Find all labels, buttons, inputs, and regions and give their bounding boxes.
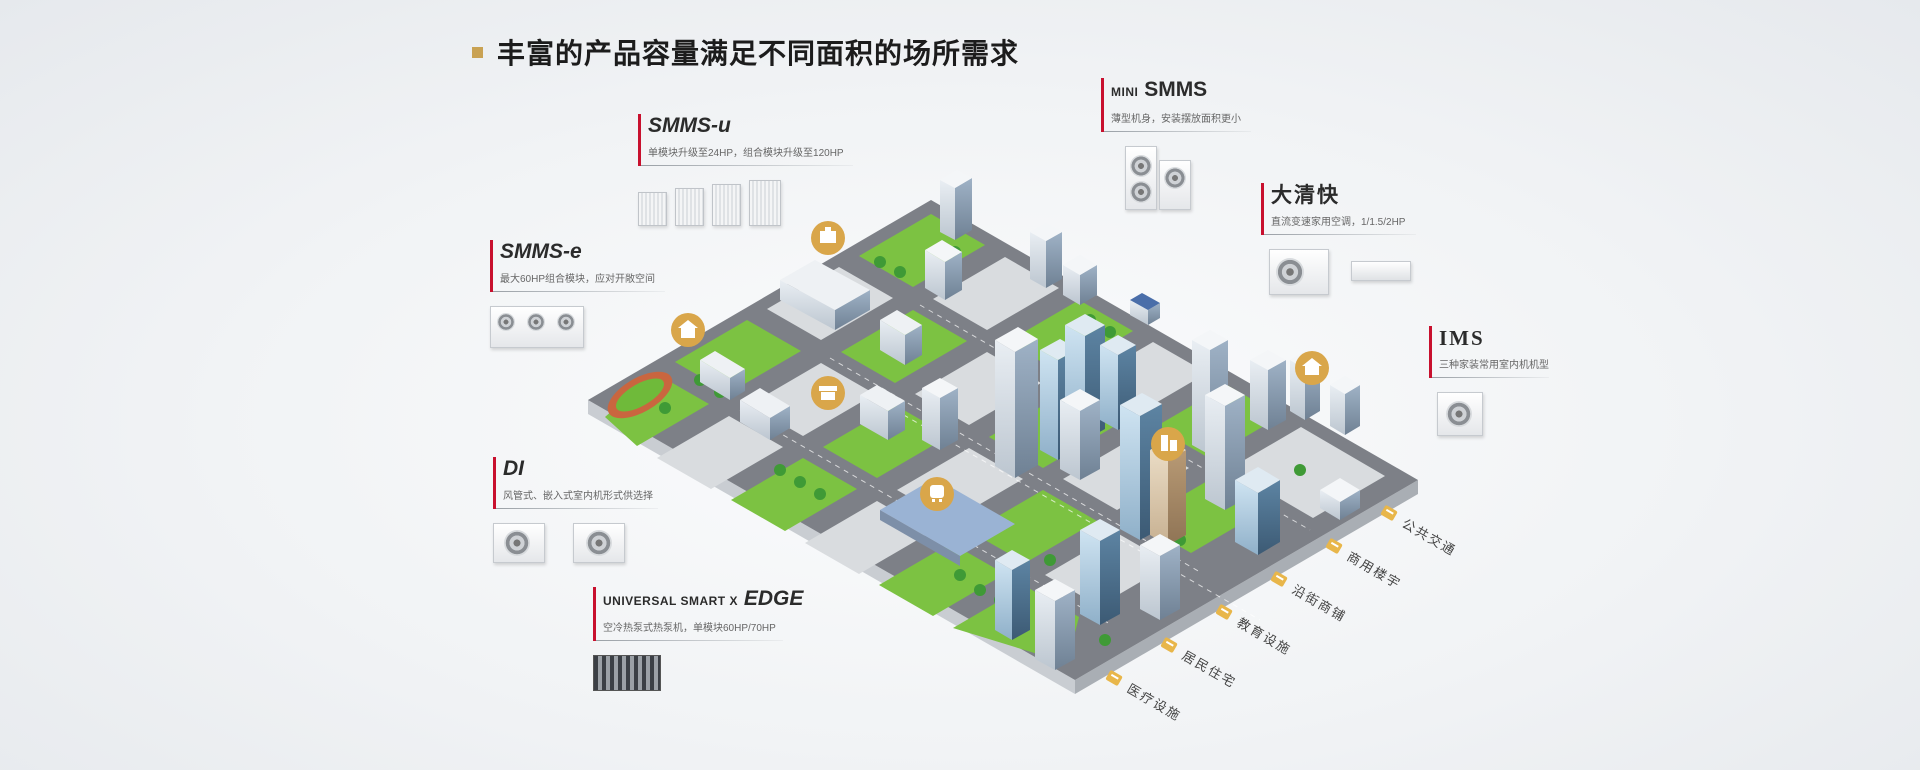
product-di-head: DI 风管式、嵌入式室内机形式供选择 xyxy=(493,457,658,509)
daqingkuai-outdoor-unit-image xyxy=(1269,249,1329,295)
residential-icon xyxy=(1160,636,1178,654)
product-edge-desc: 空冷热泵式热泵机，单模块60HP/70HP xyxy=(603,623,776,634)
product-ims-head: IMS 三种家装常用室内机机型 xyxy=(1429,326,1549,378)
product-ims-images xyxy=(1429,392,1549,436)
product-di-desc: 风管式、嵌入式室内机形式供选择 xyxy=(503,491,653,502)
product-smms-u[interactable]: SMMS-u 单模块升级至24HP，组合模块升级至120HP xyxy=(638,114,853,226)
ground-slab-right xyxy=(1075,480,1418,694)
product-mini-smms-name-prefix: MINI xyxy=(1111,85,1139,99)
product-smms-e-name: SMMS-e xyxy=(500,240,582,263)
page-title: 丰富的产品容量满足不同面积的场所需求 xyxy=(472,32,1019,72)
product-smms-e[interactable]: SMMS-e 最大60HP组合模块，应对开敞空间 xyxy=(490,240,665,348)
smms-u-unit-image xyxy=(675,188,704,226)
product-ims-desc: 三种家装常用室内机机型 xyxy=(1439,360,1549,371)
shop-icon xyxy=(811,376,845,410)
train-icon xyxy=(920,477,954,511)
product-edge-name-main: EDGE xyxy=(743,587,804,610)
place-icons xyxy=(671,221,1329,511)
product-mini-smms-name-main: SMMS xyxy=(1144,78,1208,101)
product-di[interactable]: DI 风管式、嵌入式室内机形式供选择 xyxy=(493,457,658,563)
product-mini-smms-name: MINI SMMS xyxy=(1111,78,1251,104)
product-edge-name: UNIVERSAL SMART X EDGE xyxy=(603,587,803,613)
product-daqingkuai-head: 大清快 直流变速家用空调，1/1.5/2HP xyxy=(1261,183,1416,235)
smms-e-unit-image xyxy=(490,306,584,348)
train-station-roof xyxy=(880,478,1015,556)
mini-smms-unit-image xyxy=(1159,160,1191,210)
smms-u-unit-image xyxy=(638,192,667,226)
product-smms-u-desc: 单模块升级至24HP，组合模块升级至120HP xyxy=(648,148,844,159)
product-daqingkuai-images xyxy=(1261,249,1416,295)
product-edge-head: UNIVERSAL SMART X EDGE 空冷热泵式热泵机，单模块60HP/… xyxy=(593,587,803,641)
apartment-icon xyxy=(1151,427,1185,461)
page-title-text: 丰富的产品容量满足不同面积的场所需求 xyxy=(497,38,1020,69)
title-marker xyxy=(472,46,483,58)
mini-smms-unit-image xyxy=(1125,146,1157,210)
product-daqingkuai-desc: 直流变速家用空调，1/1.5/2HP xyxy=(1271,217,1406,228)
edge-unit-image xyxy=(593,655,661,691)
public-transport-icon xyxy=(1380,504,1398,522)
product-smms-e-desc: 最大60HP组合模块，应对开敞空间 xyxy=(500,274,656,285)
smms-u-unit-image xyxy=(749,180,781,226)
medical-facility-icon xyxy=(1105,669,1123,687)
product-di-name: DI xyxy=(503,457,524,480)
ims-unit-image xyxy=(1437,392,1483,436)
product-mini-smms-images xyxy=(1101,146,1251,210)
product-ims[interactable]: IMS 三种家装常用室内机机型 xyxy=(1429,326,1549,436)
product-edge-images xyxy=(593,655,783,691)
product-smms-e-images xyxy=(490,306,665,348)
product-mini-smms-desc: 薄型机身，安装摆放面积更小 xyxy=(1111,114,1241,125)
di-unit-image xyxy=(573,523,625,563)
home-icon xyxy=(1295,351,1329,385)
street-shop-icon xyxy=(1270,570,1288,588)
office-icon xyxy=(811,221,845,255)
product-edge[interactable]: UNIVERSAL SMART X EDGE 空冷热泵式热泵机，单模块60HP/… xyxy=(593,587,803,691)
daqingkuai-wall-unit-image xyxy=(1351,261,1411,281)
product-ims-name: IMS xyxy=(1439,326,1485,350)
education-icon xyxy=(1215,603,1233,621)
school-icon xyxy=(671,313,705,347)
product-mini-smms[interactable]: MINI SMMS 薄型机身，安装摆放面积更小 xyxy=(1101,78,1251,210)
product-mini-smms-head: MINI SMMS 薄型机身，安装摆放面积更小 xyxy=(1101,78,1251,132)
commercial-building-icon xyxy=(1325,537,1343,555)
smms-u-unit-image xyxy=(712,184,741,226)
product-smms-e-head: SMMS-e 最大60HP组合模块，应对开敞空间 xyxy=(490,240,665,292)
product-smms-u-images xyxy=(638,180,853,226)
product-smms-u-head: SMMS-u 单模块升级至24HP，组合模块升级至120HP xyxy=(638,114,853,166)
product-smms-u-name: SMMS-u xyxy=(648,114,731,137)
product-daqingkuai[interactable]: 大清快 直流变速家用空调，1/1.5/2HP xyxy=(1261,183,1416,295)
product-daqingkuai-name: 大清快 xyxy=(1271,183,1340,207)
product-di-images xyxy=(493,523,658,563)
product-edge-name-prefix: UNIVERSAL SMART X xyxy=(603,594,738,608)
di-unit-image xyxy=(493,523,545,563)
